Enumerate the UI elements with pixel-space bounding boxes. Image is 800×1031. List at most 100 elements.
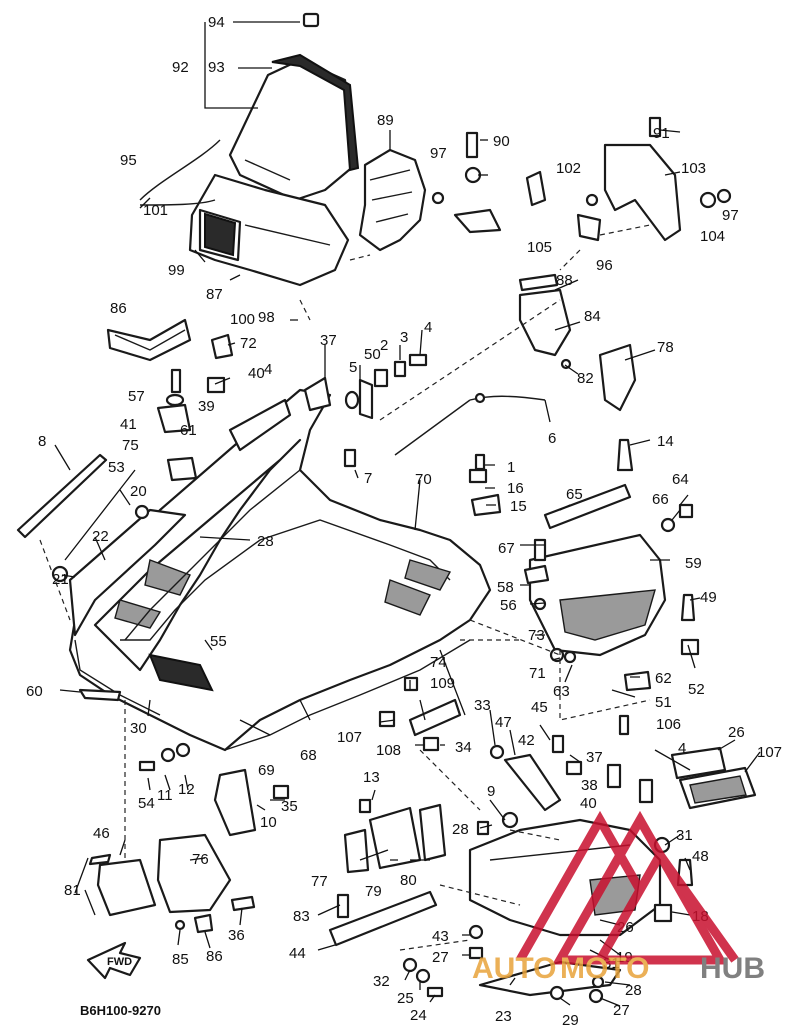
callout-16: 16 [507, 480, 524, 497]
bolt-23 [426, 986, 444, 998]
clip-56 [523, 564, 550, 585]
leader-lines [54, 21, 761, 1007]
callout-92: 92 [172, 59, 189, 76]
rod-75 [16, 453, 108, 539]
bolt-11 [138, 760, 156, 772]
bolt-26c [638, 778, 654, 804]
nut-28b [549, 985, 565, 1001]
callout-29: 29 [562, 1012, 579, 1029]
callout-45: 45 [531, 699, 548, 716]
callout-46: 46 [93, 825, 110, 842]
collar-3 [373, 368, 389, 388]
callout-53: 53 [108, 459, 125, 476]
callout-39: 39 [198, 398, 215, 415]
callout-80: 80 [400, 872, 417, 889]
callout-54: 54 [138, 795, 155, 812]
callout-87: 87 [206, 286, 223, 303]
callout-85: 85 [172, 951, 189, 968]
wire-101 [139, 139, 221, 201]
callout-44: 44 [289, 945, 306, 962]
callout-28: 28 [257, 533, 274, 550]
washer-12 [160, 747, 176, 763]
callout-89: 89 [377, 112, 394, 129]
callout-48: 48 [692, 848, 709, 865]
callout-74: 74 [430, 654, 447, 671]
callout-83: 83 [293, 908, 310, 925]
assembly-lines [39, 224, 651, 951]
callout-43: 43 [432, 928, 449, 945]
stay-102 [603, 116, 682, 242]
stay-7 [228, 398, 292, 452]
panel-79 [343, 828, 370, 874]
callout-2: 2 [380, 337, 388, 354]
bracket-37 [156, 403, 192, 434]
fwd-label: FWD [107, 956, 132, 968]
callout-86: 86 [110, 300, 127, 317]
strip-83 [230, 895, 256, 912]
screw-97 [431, 191, 445, 205]
bolt-66 [678, 503, 694, 519]
damper-34 [378, 710, 396, 728]
bolt-103 [648, 116, 662, 138]
callout-97: 97 [722, 207, 739, 224]
callout-28: 28 [452, 821, 469, 838]
callout-69: 69 [258, 762, 275, 779]
callout-102: 102 [556, 160, 581, 177]
callout-36: 36 [228, 927, 245, 944]
strip-64 [543, 483, 632, 530]
pin-65 [616, 438, 634, 472]
callout-21: 21 [52, 571, 69, 588]
callout-15: 15 [510, 498, 527, 515]
callout-5: 5 [349, 359, 357, 376]
callout-4: 4 [264, 361, 272, 378]
callout-3: 3 [400, 329, 408, 346]
strip-85 [88, 853, 112, 866]
bolt-90 [465, 131, 479, 159]
callout-75: 75 [122, 437, 139, 454]
callout-103: 103 [681, 160, 706, 177]
callout-72: 72 [240, 335, 257, 352]
fwd-arrow: FWD [86, 941, 142, 980]
strip-84 [518, 273, 559, 292]
callout-79: 79 [365, 883, 382, 900]
damper-60 [680, 638, 700, 656]
callout-106: 106 [656, 716, 681, 733]
frame-20 [68, 508, 187, 637]
collar-24 [415, 968, 431, 984]
under-cover-29 [478, 960, 622, 997]
callout-70: 70 [415, 471, 432, 488]
screw-97b [585, 193, 599, 207]
collar-91 [464, 166, 482, 184]
callout-107: 107 [337, 729, 362, 746]
clip-96 [525, 170, 547, 207]
callout-77: 77 [311, 873, 328, 890]
callout-4: 4 [424, 319, 432, 336]
callout-56: 56 [500, 597, 517, 614]
callout-63: 63 [553, 683, 570, 700]
bolt-44 [336, 893, 350, 919]
callout-100: 100 [230, 311, 255, 328]
callout-27: 27 [613, 1002, 630, 1019]
collar-27 [468, 924, 484, 940]
callout-104: 104 [700, 228, 725, 245]
callout-51: 51 [655, 694, 672, 711]
callout-42: 42 [518, 732, 535, 749]
callout-97: 97 [430, 145, 447, 162]
callout-34: 34 [455, 739, 472, 756]
callout-47: 47 [495, 714, 512, 731]
collar-62 [563, 650, 577, 664]
callout-40: 40 [248, 365, 265, 382]
callout-101: 101 [143, 202, 168, 219]
callout-22: 22 [92, 528, 109, 545]
callout-95: 95 [120, 152, 137, 169]
callout-94: 94 [208, 14, 225, 31]
washer-4 [344, 390, 360, 410]
callout-38: 38 [581, 777, 598, 794]
clip-36 [193, 913, 214, 934]
callout-81: 81 [64, 882, 81, 899]
headlight-cowl [188, 173, 350, 287]
plate-107b [670, 746, 727, 780]
callout-1: 1 [507, 459, 515, 476]
